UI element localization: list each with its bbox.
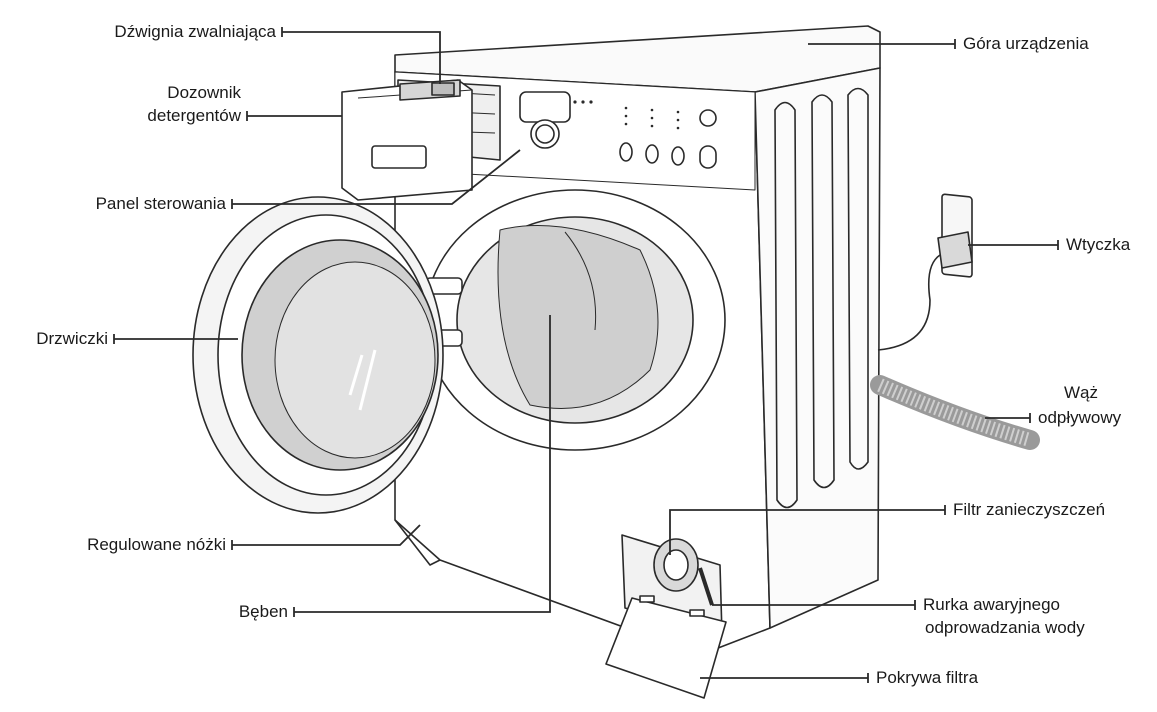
leader-beben — [294, 315, 551, 613]
indicator-dots — [573, 100, 680, 130]
label-emergency-drain-line2: odprowadzania wody — [925, 618, 1085, 637]
panel-button-3 — [671, 146, 685, 166]
label-plug: Wtyczka — [1066, 235, 1131, 254]
side-rib-1 — [774, 101, 798, 509]
drain-hose — [870, 375, 1040, 450]
display-window — [519, 91, 571, 123]
label-top-cover: Góra urządzenia — [963, 34, 1089, 53]
label-emergency-drain-line1: Rurka awaryjnego — [923, 595, 1061, 614]
emergency-drain-tube — [698, 567, 714, 606]
leader-panel — [232, 149, 521, 205]
side-rib-2 — [811, 94, 835, 489]
panel-button-4 — [699, 145, 717, 169]
label-detergent-dispenser-line1: Dozownik — [167, 83, 241, 102]
label-release-lever: Dźwignia zwalniająca — [114, 22, 276, 41]
label-control-panel: Panel sterowania — [95, 194, 226, 213]
label-door: Drzwiczki — [36, 329, 108, 348]
drum — [497, 225, 659, 409]
plug — [937, 231, 973, 269]
label-filter-cover: Pokrywa filtra — [876, 668, 979, 687]
release-lever — [431, 82, 455, 96]
label-drain-hose-line1: Wąż — [1064, 383, 1098, 402]
label-adjustable-feet: Regulowane nóżki — [87, 535, 226, 554]
label-detergent-dispenser-line2: detergentów — [147, 106, 241, 125]
leader-dzwignia — [282, 31, 441, 84]
machine-side — [754, 67, 881, 629]
drawer-handle — [371, 145, 427, 169]
leader-filtr — [669, 509, 945, 555]
side-rib-3 — [847, 87, 869, 470]
adjustable-feet — [394, 519, 441, 566]
leader-nozki — [232, 524, 421, 546]
panel-button-2 — [645, 144, 659, 164]
label-debris-filter: Filtr zanieczyszczeń — [953, 500, 1106, 519]
power-button — [699, 109, 717, 127]
panel-button-1 — [619, 142, 633, 162]
label-drain-hose-line2: odpływowy — [1038, 408, 1122, 427]
label-drum: Bęben — [238, 602, 288, 621]
power-cord — [877, 254, 941, 351]
